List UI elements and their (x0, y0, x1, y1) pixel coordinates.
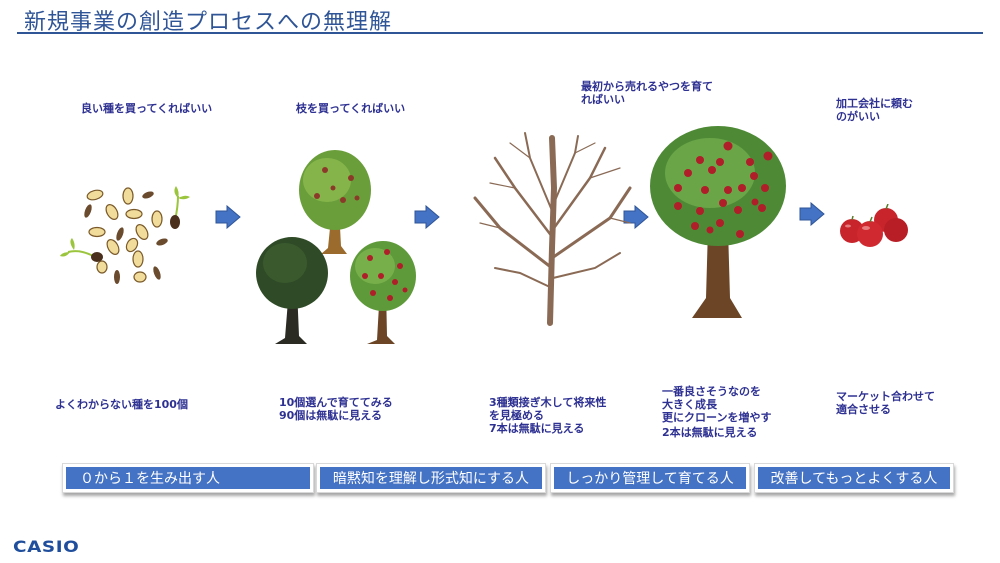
caption-line: 一番良さそうなのを (662, 385, 761, 398)
stage-5-top-caption: 加工会社に頼む のがいい (836, 97, 913, 123)
role-label: 暗黙知を理解し形式知にする人 (320, 467, 542, 489)
role-label: しっかり管理して育てる人 (554, 467, 746, 489)
caption-line: 加工会社に頼む (836, 97, 913, 110)
caption-line: ればいい (581, 93, 625, 106)
caption-line: のがいい (836, 110, 880, 123)
stage-5-bottom-caption: マーケット合わせて 適合させる (836, 390, 935, 416)
stage-2-top-caption: 枝を買ってくればいい (296, 102, 405, 115)
caption-line: よくわからない種を100個 (55, 398, 188, 411)
bare-tree-illustration (473, 132, 632, 326)
apple-tree-illustration (650, 126, 786, 318)
caption-line: 3種類接ぎ木して将来性 (489, 396, 607, 409)
stage-4-bottom-caption: 一番良さそうなのを 大きく成長 更にクローンを増やす 2本は無駄に見える (662, 385, 771, 439)
slide-title: 新規事業の創造プロセスへの無理解 (24, 10, 393, 35)
caption-line: 最初から売れるやつを育て (581, 80, 713, 93)
stage-1-bottom-caption: よくわからない種を100個 (55, 398, 188, 411)
caption-line: を見極める (489, 409, 544, 422)
stage-4-top-caption: 最初から売れるやつを育て ればいい (581, 80, 713, 106)
stage-1-top-caption: 良い種を買ってくればいい (81, 102, 212, 115)
caption-line: 10個選んで育ててみる (279, 396, 393, 409)
caption-line: 大きく成長 (662, 398, 717, 411)
caption-line: 枝を買ってくればいい (296, 102, 406, 115)
role-box-3: しっかり管理して育てる人 (550, 463, 750, 493)
role-label: 改善してもっとよくする人 (758, 467, 950, 489)
arrow-right-icon (215, 205, 241, 229)
role-label: ０から１を生み出す人 (66, 467, 310, 489)
casio-logo: CASIO (13, 537, 80, 556)
caption-line: 7本は無駄に見える (489, 422, 585, 435)
caption-line: 良い種を買ってくればいい (81, 102, 213, 115)
role-box-4: 改善してもっとよくする人 (754, 463, 954, 493)
stage-2-bottom-caption: 10個選んで育ててみる 90個は無駄に見える (279, 396, 393, 422)
caption-line: 90個は無駄に見える (279, 409, 382, 422)
role-box-1: ０から１を生み出す人 (62, 463, 314, 493)
stage-3-bottom-caption: 3種類接ぎ木して将来性 を見極める 7本は無駄に見える (489, 396, 606, 435)
title-underline (17, 32, 983, 34)
caption-line: 適合させる (836, 403, 891, 416)
apples-illustration (840, 204, 908, 247)
seeds-illustration (60, 186, 190, 284)
role-box-2: 暗黙知を理解し形式知にする人 (316, 463, 546, 493)
arrow-right-icon (799, 202, 825, 226)
caption-line: 更にクローンを増やす (662, 411, 772, 424)
three-trees-illustration (256, 150, 416, 344)
arrow-right-icon (414, 205, 440, 229)
caption-line: 2本は無駄に見える (662, 426, 758, 439)
caption-line: マーケット合わせて (836, 390, 935, 403)
